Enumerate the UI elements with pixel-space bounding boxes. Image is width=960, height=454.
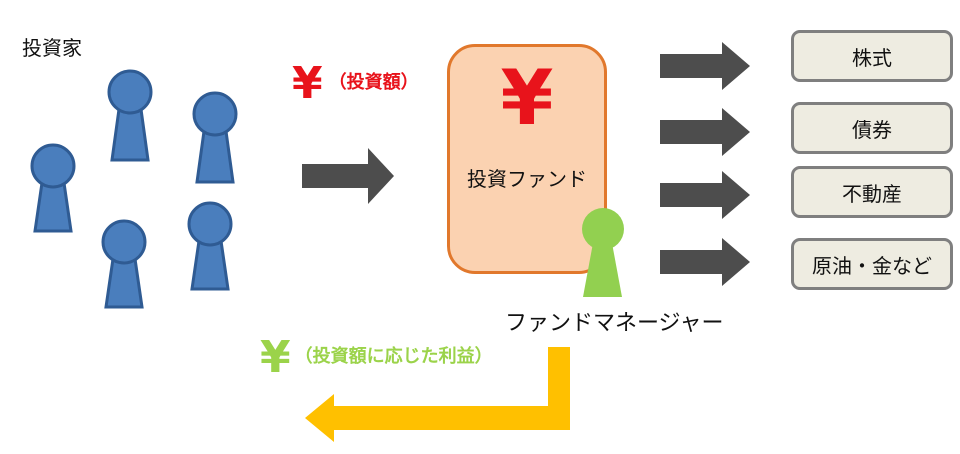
yen-icon: ¥ — [260, 332, 291, 383]
investment-amount-label: ¥（投資額） — [292, 58, 419, 109]
asset-label: 不動産 — [842, 181, 902, 206]
return-amount-text: （投資額に応じた利益） — [294, 346, 493, 367]
return-arrow — [305, 347, 570, 442]
asset-box-bonds: 債券 — [791, 102, 953, 154]
asset-box-real-estate: 不動産 — [791, 166, 953, 218]
asset-arrow — [660, 238, 750, 286]
asset-arrow — [660, 171, 750, 219]
return-amount-label: ¥（投資額に応じた利益） — [260, 332, 493, 383]
asset-label: 債券 — [852, 117, 892, 142]
investor-icon — [30, 143, 76, 233]
asset-label: 株式 — [852, 45, 892, 70]
asset-box-stocks: 株式 — [791, 30, 953, 82]
asset-box-commodities: 原油・金など — [791, 238, 953, 290]
asset-label: 原油・金など — [812, 253, 932, 278]
investor-icon — [192, 91, 238, 184]
asset-arrow — [660, 108, 750, 156]
asset-arrow — [660, 42, 750, 90]
investor-icon — [101, 219, 147, 309]
yen-icon: ¥ — [292, 58, 323, 109]
fund-manager-label: ファンドマネージャー — [505, 311, 724, 336]
investor-icon — [107, 69, 153, 162]
investment-amount-text: （投資額） — [328, 72, 419, 93]
fund-name: 投資ファンド — [467, 167, 587, 191]
investment-fund-box: ¥ 投資ファンド — [447, 44, 607, 274]
fund-yen-icon: ¥ — [500, 53, 554, 142]
investment-arrow — [302, 148, 394, 204]
investor-icon — [187, 201, 233, 291]
investor-label: 投資家 — [22, 36, 82, 60]
